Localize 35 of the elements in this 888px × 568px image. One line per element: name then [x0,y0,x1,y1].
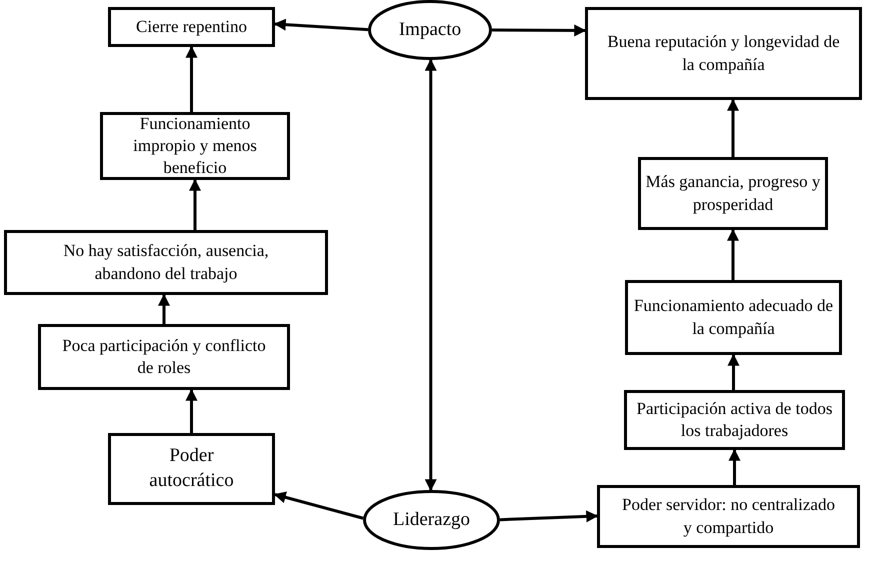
arrow [728,354,740,390]
arrow [424,58,437,492]
node-label: Participación activa de todos los trabajadores [636,398,834,442]
process-box [38,324,290,390]
node-label: Poder servidor: no centralizado y compartido [621,494,836,539]
node-label: Funcionamiento impropio y menos beneficio [132,112,258,180]
node-label: Funcionamiento adecuado de la compañía [632,295,834,340]
node-label: Impacto [398,18,462,42]
process-box [108,7,275,47]
node-label: Buena reputación y longevidad de la compañía [606,31,841,76]
process-box [625,280,842,355]
arrow [158,294,170,324]
arrow [500,510,598,522]
node-label: Más ganancia, progreso y prosperidad [644,171,822,216]
process-box [597,485,860,548]
arrow [274,492,364,520]
node-label: No hay satisfacción, ausencia, abandono del trabajo [62,240,270,285]
process-box [585,7,862,100]
node-label: Cierre repentino [135,16,248,38]
arrow [189,178,201,230]
process-box [108,433,275,505]
process-box [624,390,845,450]
process-box [638,157,828,230]
arrow [492,24,586,36]
arrow [727,98,739,157]
node-label: Poder autocrático [148,444,235,493]
process-box [4,230,328,295]
node-label: Liderazgo [392,508,471,532]
process-box [100,112,290,180]
arrow [727,228,739,280]
arrow [274,18,368,32]
arrow [728,448,740,485]
arrow [186,46,198,112]
node-label: Poca participación y conflicto de roles [61,334,267,379]
arrow [186,388,198,433]
